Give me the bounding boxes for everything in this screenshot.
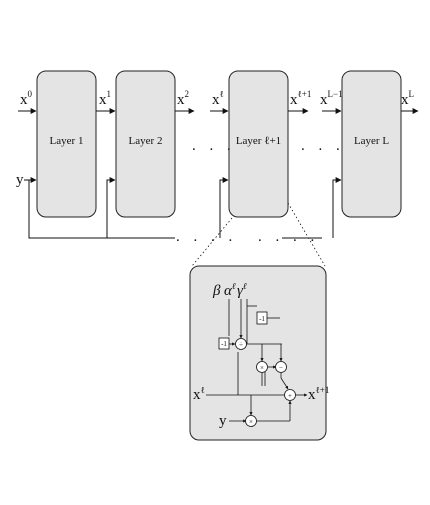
svg-text:÷: ÷ bbox=[239, 341, 243, 349]
x1-label: x1 bbox=[99, 89, 111, 108]
x0-label: x0 bbox=[20, 89, 33, 108]
beta-label: β bbox=[212, 283, 221, 299]
layer-L-block: Layer L bbox=[341, 70, 402, 218]
xl-label: xℓ bbox=[212, 89, 224, 108]
detail-xl-label: xℓ bbox=[193, 385, 205, 403]
y-line-ellipsis: . . . . bbox=[176, 229, 237, 245]
neg1-box-left: -1 bbox=[218, 337, 230, 350]
detail-wiring bbox=[206, 299, 308, 423]
xL-label: xL bbox=[401, 89, 414, 108]
x2-label: x2 bbox=[177, 89, 189, 108]
layer-detail-box: β αℓ γℓ bbox=[189, 265, 329, 441]
alpha-label: αℓ bbox=[224, 281, 236, 299]
op-divide: ÷ bbox=[235, 338, 247, 350]
svg-text:-1: -1 bbox=[259, 315, 265, 323]
layer-1-label: Layer 1 bbox=[50, 135, 84, 147]
op-times-y: × bbox=[245, 415, 257, 427]
ellipsis-right: . . . bbox=[301, 138, 345, 154]
ellipsis-left: . . . bbox=[192, 138, 236, 154]
layer-l1-label: Layer ℓ+1 bbox=[236, 135, 281, 147]
gamma-label: γℓ bbox=[237, 281, 247, 299]
op-plus: + bbox=[284, 389, 296, 401]
detail-y-label: y bbox=[219, 413, 227, 429]
layer-2-label: Layer 2 bbox=[129, 135, 163, 147]
svg-text:×: × bbox=[260, 364, 264, 372]
zoom-connectors bbox=[191, 202, 326, 267]
op-multiply: × bbox=[256, 361, 268, 373]
svg-text:×: × bbox=[249, 418, 253, 426]
xL1-label: xL−1 bbox=[320, 89, 343, 108]
svg-text:-1: -1 bbox=[221, 340, 227, 348]
detail-xl1-label: xℓ+1 bbox=[308, 385, 329, 403]
y-line-ellipsis-2: . . . . bbox=[258, 229, 319, 245]
y-label: y bbox=[16, 172, 24, 188]
op-minus: − bbox=[275, 361, 287, 373]
layer-l1-block: Layer ℓ+1 bbox=[228, 70, 289, 218]
svg-text:−: − bbox=[279, 364, 283, 372]
y-feed-lines bbox=[24, 177, 342, 239]
layer-1-block: Layer 1 bbox=[36, 70, 97, 218]
layer-2-block: Layer 2 bbox=[115, 70, 176, 218]
neg1-box-top: -1 bbox=[256, 311, 268, 325]
xl1-label: xℓ+1 bbox=[290, 89, 311, 108]
layer-L-label: Layer L bbox=[354, 135, 389, 147]
svg-text:+: + bbox=[288, 392, 292, 400]
